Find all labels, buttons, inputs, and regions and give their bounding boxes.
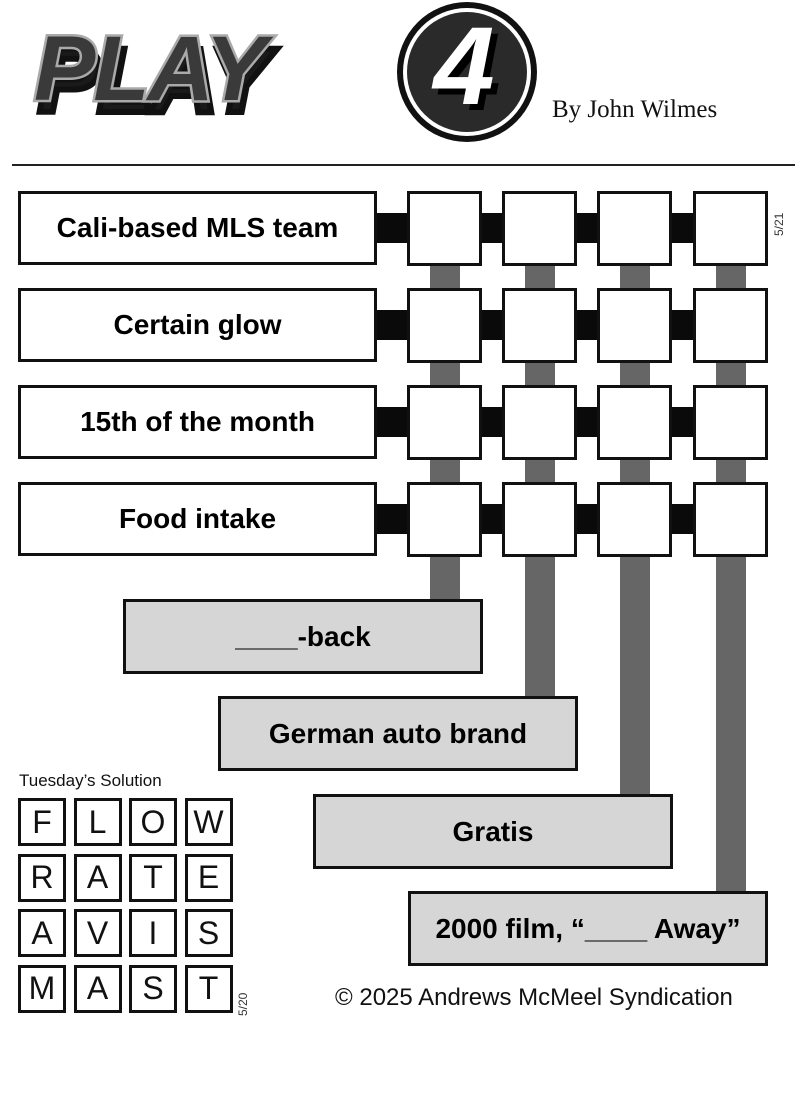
solution-cell: S <box>184 909 233 957</box>
solution-cell: A <box>18 909 66 957</box>
grid-cell-r2c3[interactable] <box>597 288 672 363</box>
solution-cell: A <box>73 853 122 902</box>
grid-cell-r4c3[interactable] <box>597 482 672 557</box>
byline: By John Wilmes <box>552 96 718 123</box>
row-connector <box>377 213 407 243</box>
grid-cell-r4c4[interactable] <box>693 482 768 557</box>
grid-cell-r4c2[interactable] <box>502 482 577 557</box>
solution-cell: S <box>129 964 177 1013</box>
solution-title: Tuesday’s Solution <box>19 771 162 790</box>
play4-logo: PLAY PLAY 4 4 <box>32 2 537 142</box>
row-connector <box>377 504 407 534</box>
solution-cell: E <box>184 853 233 902</box>
row-connector <box>576 213 597 243</box>
grid-cell-r1c4[interactable] <box>693 191 768 266</box>
grid-cell-r1c3[interactable] <box>597 191 672 266</box>
svg-text:4: 4 <box>437 11 500 134</box>
row-connector <box>672 407 693 437</box>
grid-cell-r1c2[interactable] <box>502 191 577 266</box>
across-clue-2: Certain glow <box>18 288 377 362</box>
row-connector <box>672 504 693 534</box>
across-clue-4: Food intake <box>18 482 377 556</box>
logo-circle: 4 4 <box>397 2 537 142</box>
grid-cell-r3c4[interactable] <box>693 385 768 460</box>
solution-cell: A <box>73 964 122 1013</box>
row-connector <box>576 407 597 437</box>
header-divider <box>12 164 795 166</box>
grid-cell-r2c2[interactable] <box>502 288 577 363</box>
solution-cell: V <box>73 909 122 957</box>
grid-cell-r3c3[interactable] <box>597 385 672 460</box>
row-connector <box>481 407 502 437</box>
across-clue-1: Cali-based MLS team <box>18 191 377 265</box>
solution-cell: R <box>18 853 66 902</box>
grid-cell-r3c1[interactable] <box>407 385 482 460</box>
puzzle-date: 5/21 <box>772 212 786 236</box>
solution-date: 5/20 <box>236 992 250 1016</box>
solution-cell: L <box>73 798 122 846</box>
row-connector <box>481 504 502 534</box>
row-connector <box>377 407 407 437</box>
down-stem-4 <box>716 262 746 894</box>
svg-text:4: 4 <box>431 5 494 128</box>
logo-play-word: PLAY PLAY <box>32 16 284 136</box>
row-connector <box>481 310 502 340</box>
row-connector <box>672 213 693 243</box>
down-clue-1: ____-back <box>123 599 483 674</box>
solution-cell: W <box>184 798 233 846</box>
solution-cell: O <box>129 798 177 846</box>
svg-text:PLAY: PLAY <box>38 30 278 132</box>
row-connector <box>576 310 597 340</box>
grid-cell-r4c1[interactable] <box>407 482 482 557</box>
down-clue-2: German auto brand <box>218 696 578 771</box>
down-clue-4: 2000 film, “____ Away” <box>408 891 768 966</box>
solution-cell: M <box>18 964 66 1013</box>
copyright: © 2025 Andrews McMeel Syndication <box>335 984 733 1011</box>
solution-cell: F <box>18 798 66 846</box>
across-clue-3: 15th of the month <box>18 385 377 459</box>
grid-cell-r1c1[interactable] <box>407 191 482 266</box>
row-connector <box>672 310 693 340</box>
grid-cell-r2c4[interactable] <box>693 288 768 363</box>
grid-cell-r3c2[interactable] <box>502 385 577 460</box>
solution-cell: T <box>129 853 177 902</box>
svg-text:PLAY: PLAY <box>34 18 274 120</box>
grid-cell-r2c1[interactable] <box>407 288 482 363</box>
row-connector <box>377 310 407 340</box>
down-clue-3: Gratis <box>313 794 673 869</box>
solution-cell: I <box>129 909 177 957</box>
row-connector <box>481 213 502 243</box>
row-connector <box>576 504 597 534</box>
solution-cell: T <box>184 964 233 1013</box>
